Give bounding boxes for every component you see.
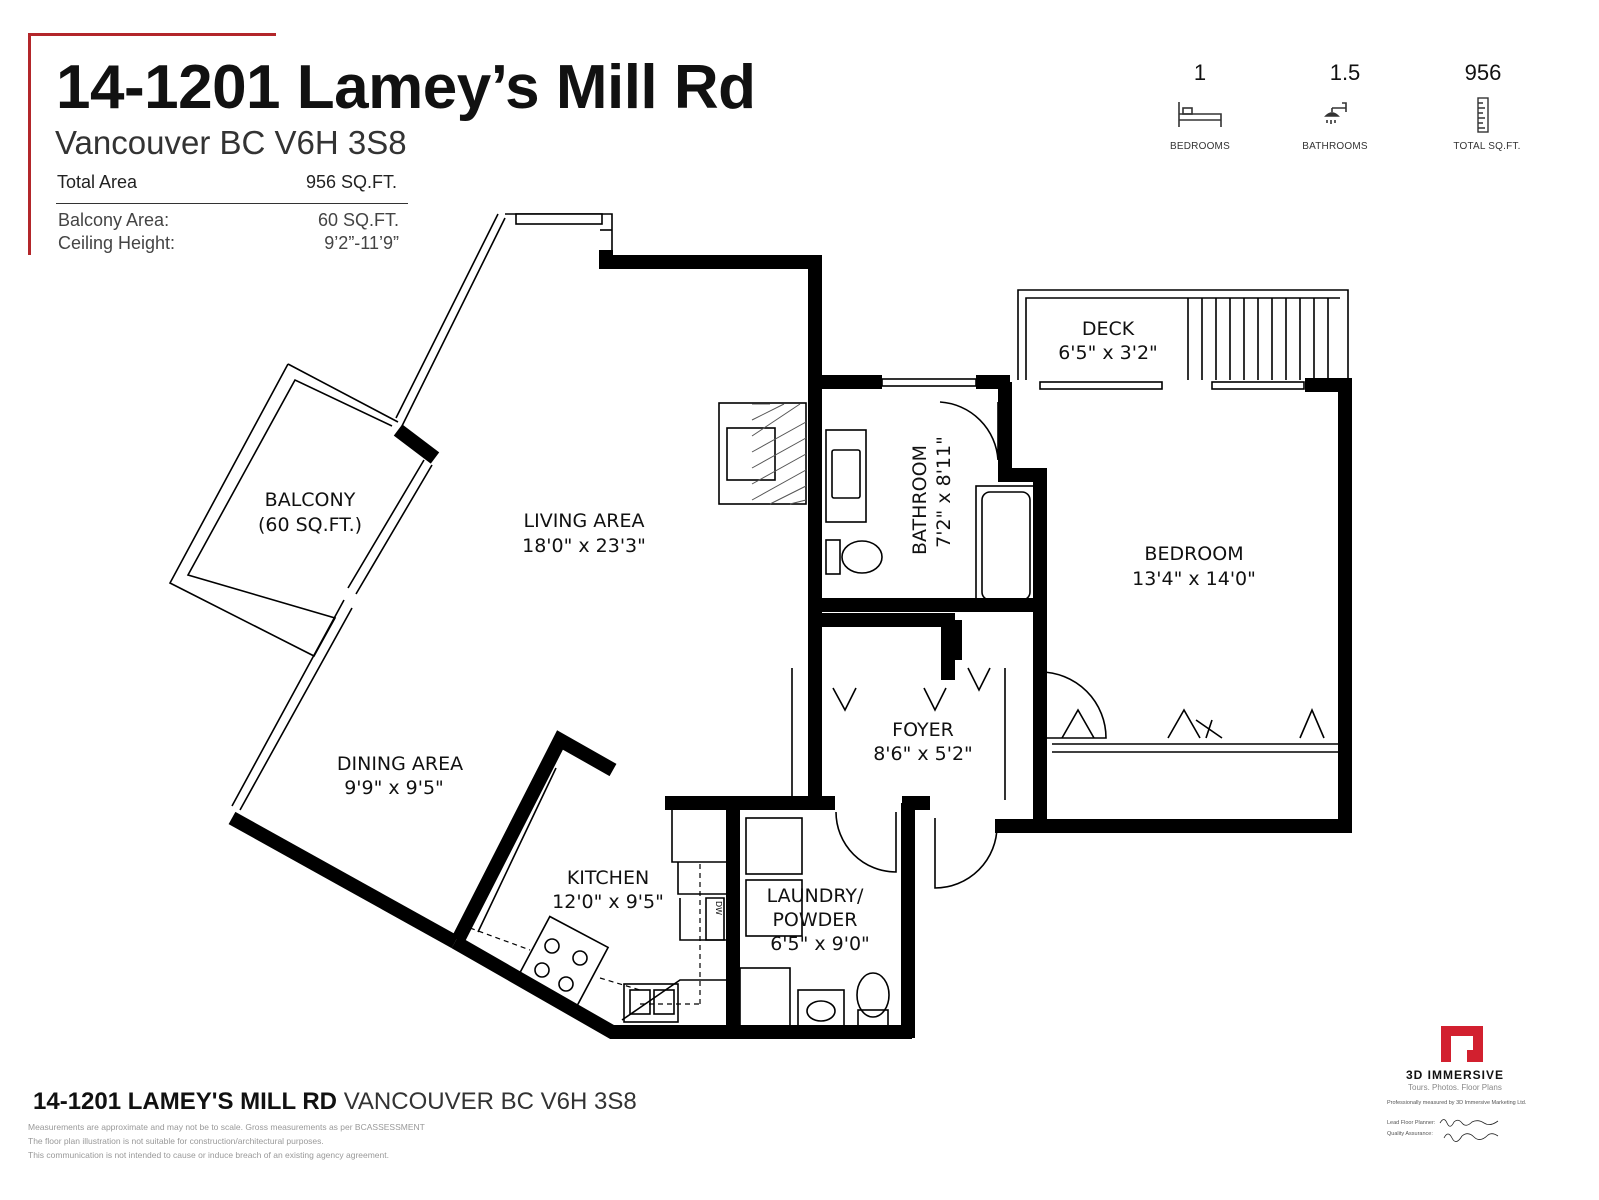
- logo-tagline: Tours. Photos. Floor Plans: [1408, 1083, 1502, 1092]
- ceiling-height-label: Ceiling Height:: [58, 233, 176, 253]
- planner-signatures: [1439, 1119, 1499, 1142]
- kitchen-name: KITCHEN: [567, 867, 649, 889]
- powder-name: POWDER: [772, 909, 857, 931]
- lead-planner-label: Lead Floor Planner:: [1387, 1120, 1436, 1126]
- bathroom-dims: 7'2" x 8'11": [933, 436, 955, 548]
- ruler-icon: [1477, 97, 1489, 133]
- balcony-name: BALCONY: [265, 489, 356, 511]
- disclaimer-2: The floor plan illustration is not suita…: [28, 1136, 324, 1146]
- bathrooms-count: 1.5: [1329, 60, 1361, 85]
- sqft-count: 956: [1464, 60, 1502, 85]
- logo-credit: Professionally measured by 3D Immersive …: [1387, 1100, 1527, 1106]
- foyer-name: FOYER: [892, 719, 954, 741]
- total-area-value: 956 SQ.FT.: [305, 172, 397, 192]
- ceiling-height-value: 9’2”-11’9”: [324, 233, 399, 253]
- dishwasher-label: DW: [714, 901, 723, 915]
- disclaimer-3: This communication is not intended to ca…: [28, 1150, 389, 1160]
- balcony-area-label: Balcony Area:: [58, 210, 170, 230]
- header-accent-vertical: [28, 33, 31, 255]
- header-divider: [56, 203, 408, 204]
- 3d-immersive-logo-icon: [1441, 1026, 1483, 1062]
- bathrooms-label: BATHROOMS: [1302, 141, 1368, 152]
- bathroom-name: BATHROOM: [909, 445, 931, 555]
- laundry-dims: 6'5" x 9'0": [770, 933, 870, 955]
- quality-assurance-label: Quality Assurance:: [1387, 1131, 1433, 1137]
- kitchen-dims: 12'0" x 9'5": [552, 891, 664, 913]
- bed-icon: [1178, 102, 1222, 127]
- living-dims: 18'0" x 23'3": [522, 535, 646, 557]
- shower-icon: [1324, 102, 1347, 124]
- sqft-label: TOTAL SQ.FT.: [1453, 141, 1521, 152]
- laundry-name: LAUNDRY/: [767, 885, 864, 907]
- bedroom-dims: 13'4" x 14'0": [1132, 568, 1256, 590]
- plan-walls: [228, 250, 1352, 1039]
- total-area-label: Total Area: [57, 172, 138, 192]
- living-name: LIVING AREA: [524, 510, 645, 532]
- balcony-area-value: 60 SQ.FT.: [317, 210, 399, 230]
- foyer-dims: 8'6" x 5'2": [873, 743, 973, 765]
- address-subtitle: Vancouver BC V6H 3S8: [55, 124, 407, 161]
- logo-name: 3D IMMERSIVE: [1406, 1068, 1505, 1082]
- dining-name: DINING AREA: [337, 753, 463, 775]
- footer-address-bold: 14-1201 LAMEY'S MILL RD: [33, 1088, 338, 1115]
- disclaimer-1: Measurements are approximate and may not…: [28, 1122, 425, 1132]
- bedrooms-label: BEDROOMS: [1170, 141, 1230, 152]
- deck-name: DECK: [1082, 318, 1135, 340]
- deck-dims: 6'5" x 3'2": [1058, 342, 1158, 364]
- bedroom-name: BEDROOM: [1144, 543, 1243, 565]
- bedrooms-count: 1: [1193, 60, 1207, 85]
- balcony-dims: (60 SQ.FT.): [258, 514, 362, 536]
- dining-dims: 9'9" x 9'5": [344, 777, 444, 799]
- header-accent-horizontal: [28, 33, 276, 36]
- footer-address: 14-1201 LAMEY'S MILL RD VANCOUVER BC V6H…: [33, 1088, 637, 1116]
- address-title: 14-1201 Lamey’s Mill Rd: [56, 53, 756, 122]
- footer-address-rest: VANCOUVER BC V6H 3S8: [343, 1088, 637, 1115]
